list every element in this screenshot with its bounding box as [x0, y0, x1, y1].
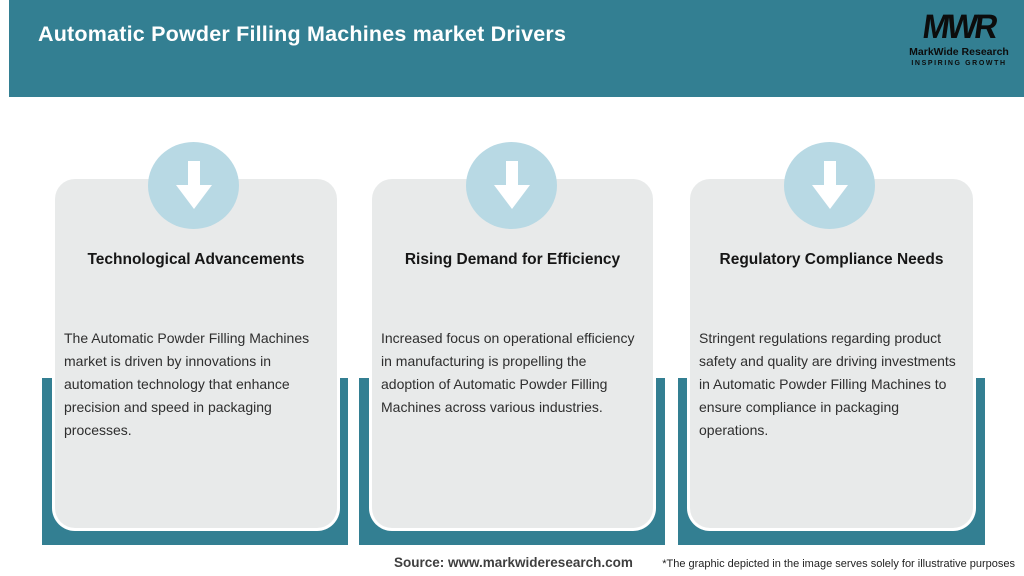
- logo-tagline: INSPIRING GROWTH: [911, 59, 1007, 67]
- markwide-logo: MWR MarkWide Research INSPIRING GROWTH: [907, 8, 1011, 67]
- card-technological-advancements: Technological Advancements The Automatic…: [55, 179, 337, 528]
- down-arrow-icon: [175, 160, 212, 209]
- header-bar: Automatic Powder Filling Machines market…: [9, 0, 1024, 97]
- card-rising-demand-for-efficiency: Rising Demand for Efficiency Increased f…: [372, 179, 653, 528]
- down-arrow-icon-circle: [784, 142, 875, 229]
- down-arrow-circle: [148, 142, 239, 229]
- page-title: Automatic Powder Filling Machines market…: [38, 22, 567, 46]
- footer-disclaimer: *The graphic depicted in the image serve…: [662, 558, 1015, 570]
- card-regulatory-compliance-needs: Regulatory Compliance Needs Stringent re…: [690, 179, 973, 528]
- card-body: Increased focus on operational efficienc…: [381, 330, 635, 415]
- card-body: The Automatic Powder Filling Machines ma…: [64, 330, 310, 438]
- card-body: Stringent regulations regarding product …: [699, 330, 956, 438]
- down-arrow-icon: [811, 160, 848, 209]
- logo-monogram: MWR: [920, 8, 998, 46]
- card-title: Regulatory Compliance Needs: [719, 251, 944, 268]
- down-arrow-icon-circle: [466, 142, 557, 229]
- logo-name: MarkWide Research: [909, 46, 1009, 58]
- footer-source: Source: www.markwideresearch.com: [394, 555, 633, 570]
- down-arrow-icon: [493, 160, 530, 209]
- card-title: Technological Advancements: [87, 251, 305, 268]
- card-title: Rising Demand for Efficiency: [404, 251, 621, 268]
